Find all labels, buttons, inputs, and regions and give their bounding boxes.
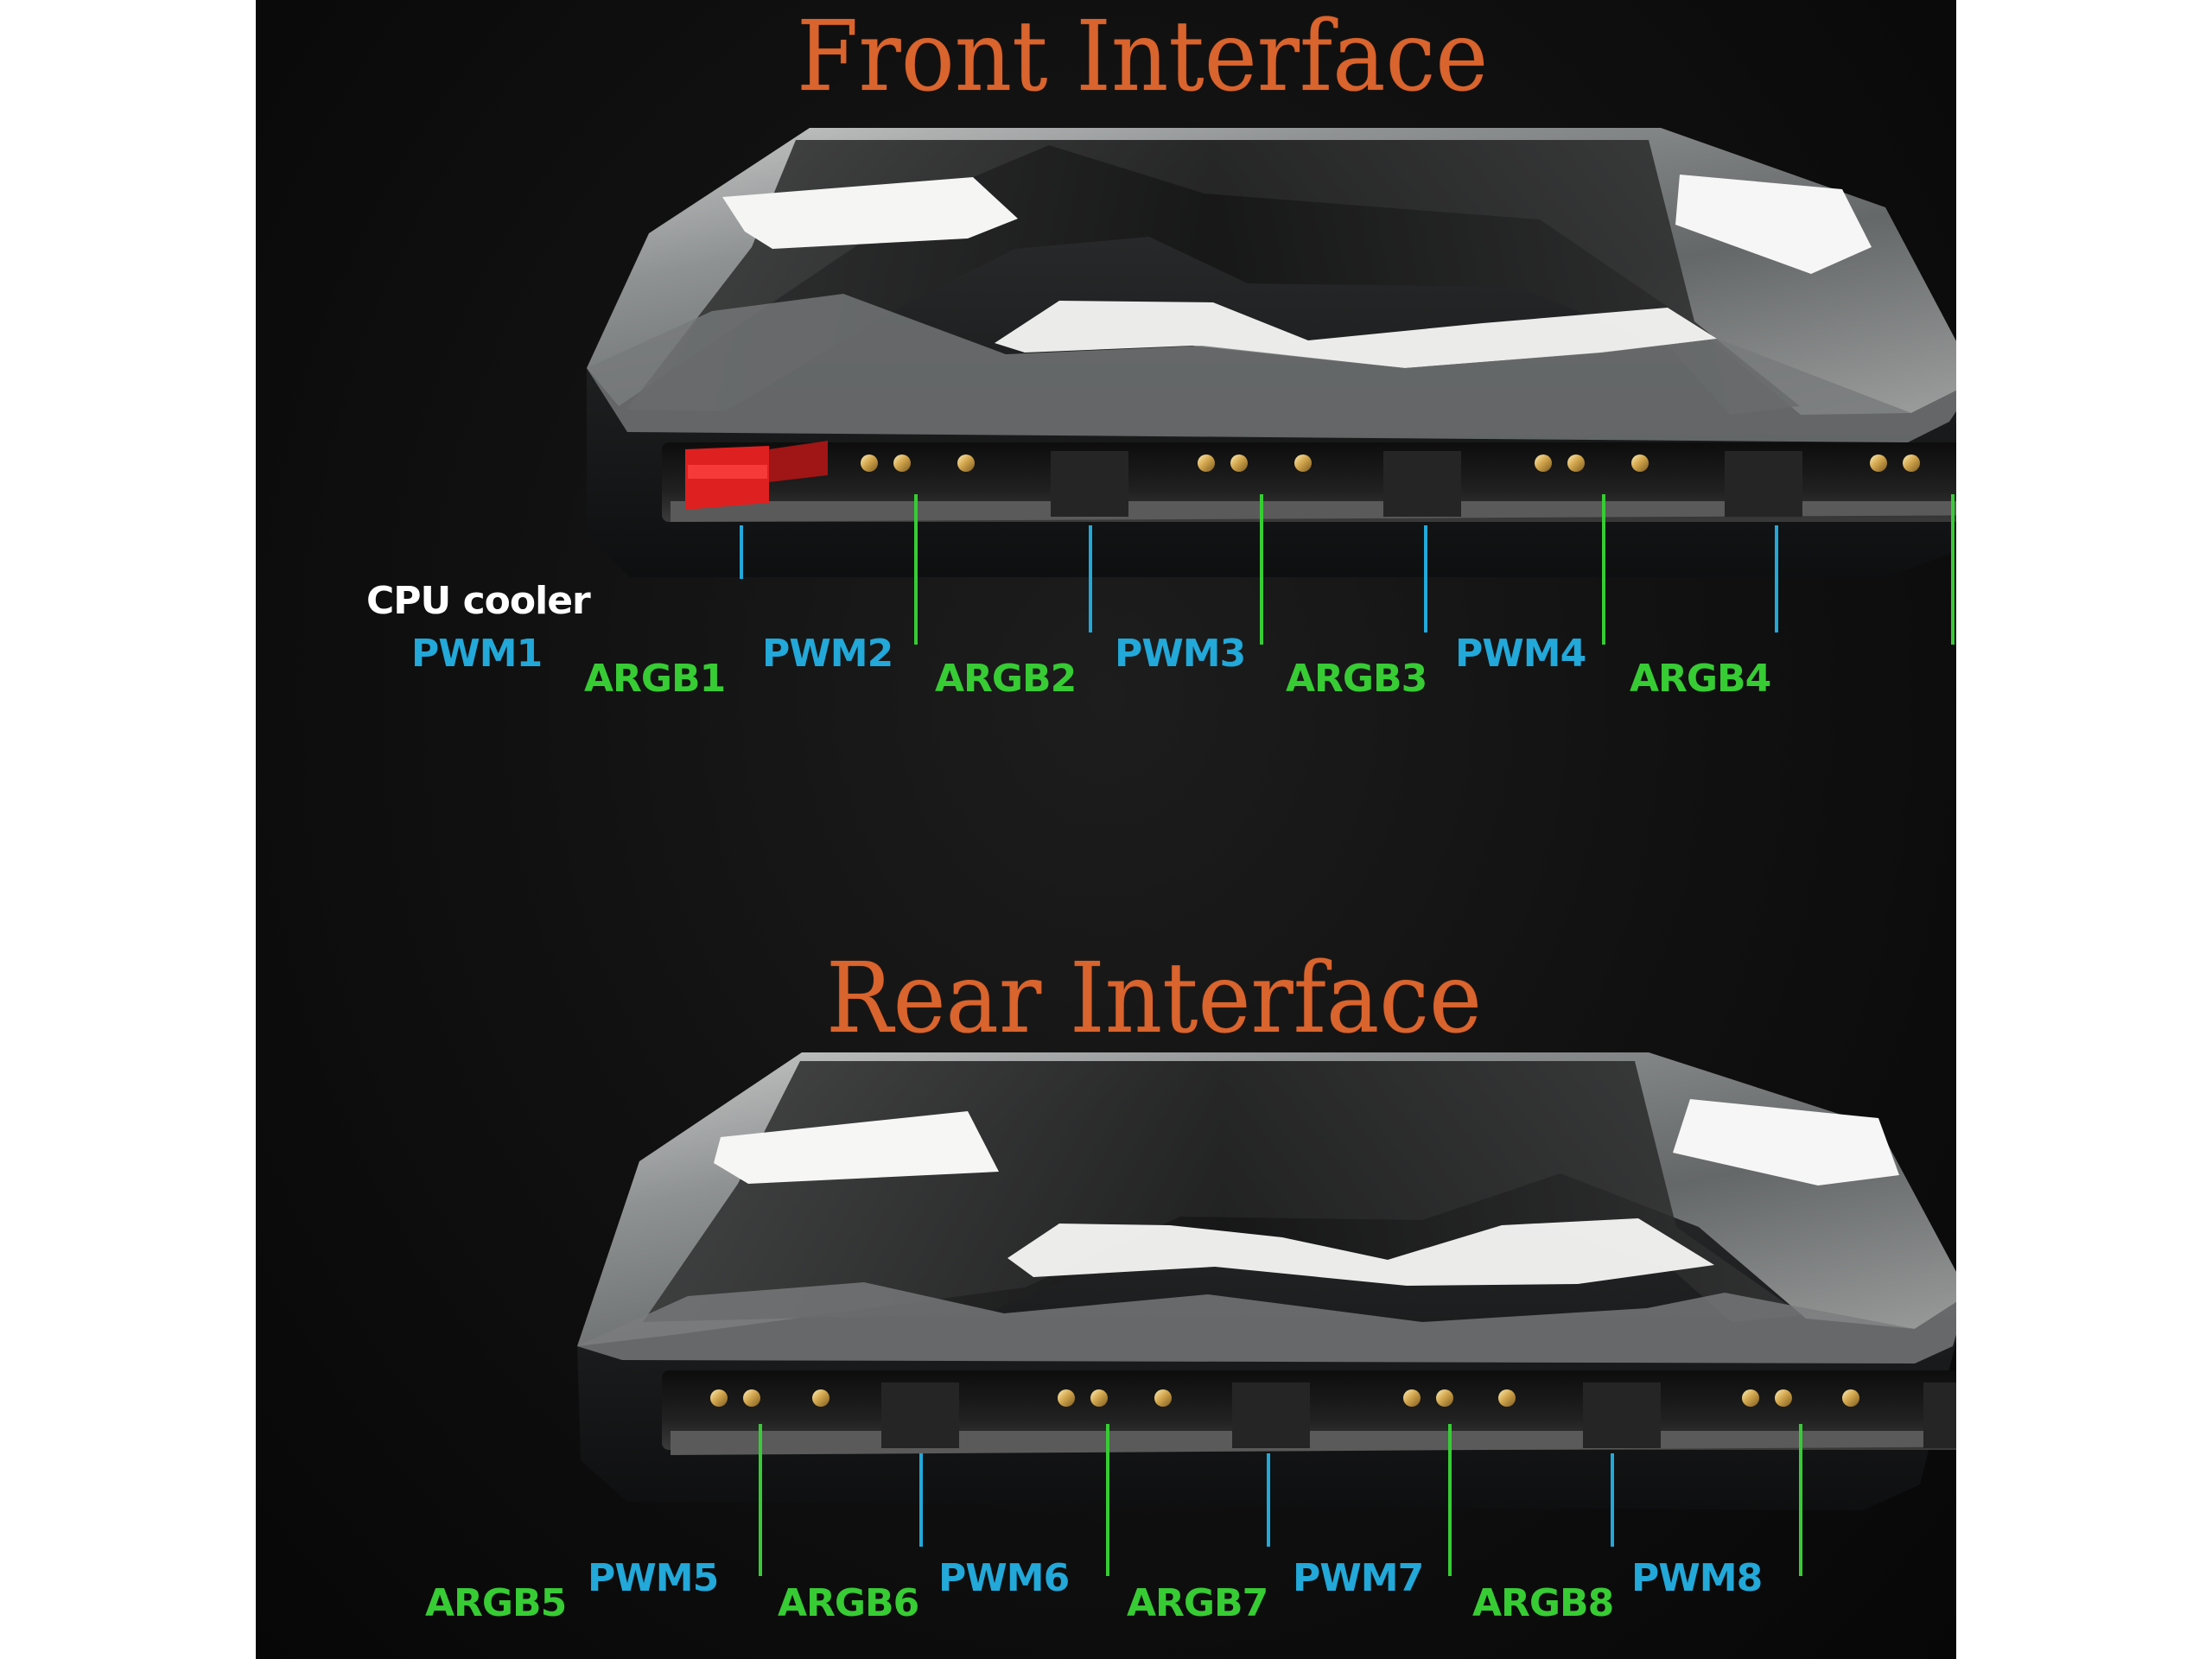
front-port-label-pwm2: PWM2 — [762, 632, 893, 676]
front-port-label-argb3: ARGB3 — [1286, 657, 1427, 701]
cpu-cooler-label: CPU cooler — [366, 579, 591, 623]
front-hub-port-rail — [671, 501, 1956, 522]
rear-interface-title: Rear Interface — [826, 943, 1482, 1055]
fan-hub-illustration — [577, 128, 1956, 1576]
front-hub-right-light-bar — [1675, 175, 1872, 274]
front-interface-title: Front Interface — [797, 1, 1489, 113]
rear-hub-left-light-bar — [714, 1111, 999, 1184]
rear-port-label-argb8: ARGB8 — [1472, 1581, 1614, 1625]
front-port-label-argb4: ARGB4 — [1630, 657, 1771, 701]
rear-hub-lower-silver-face — [577, 1282, 1956, 1363]
rear-port-label-pwm5: PWM5 — [588, 1556, 719, 1600]
rear-port-label-argb7: ARGB7 — [1127, 1581, 1268, 1625]
rear-port-label-pwm8: PWM8 — [1631, 1556, 1763, 1600]
rear-callout-lines — [759, 1424, 1802, 1576]
rear-port-label-pwm6: PWM6 — [938, 1556, 1070, 1600]
front-hub-left-light-bar — [722, 177, 1018, 249]
front-header-blocks — [1051, 451, 1802, 517]
hub-interface-photo: Front Interface Rear Interface CPU coole… — [256, 0, 1956, 1659]
rear-hub-right-light-bar — [1673, 1099, 1899, 1185]
front-hub-lower-silver-face — [587, 294, 1956, 442]
rear-hub-device — [577, 1052, 1956, 1576]
front-callout-lines — [740, 494, 1955, 645]
rear-port-label-pwm7: PWM7 — [1293, 1556, 1424, 1600]
front-port-label-pwm1: PWM1 — [411, 632, 543, 676]
front-hub-device — [587, 128, 1956, 645]
rear-pin-row — [710, 1389, 1859, 1407]
rear-header-blocks — [881, 1382, 1956, 1448]
front-pin-row — [861, 454, 1920, 472]
rear-port-label-argb5: ARGB5 — [425, 1581, 567, 1625]
rear-port-label-argb6: ARGB6 — [778, 1581, 919, 1625]
front-port-label-pwm3: PWM3 — [1115, 632, 1246, 676]
front-port-label-argb1: ARGB1 — [584, 657, 726, 701]
front-port-label-pwm4: PWM4 — [1455, 632, 1586, 676]
front-hub-center-light-bar — [995, 301, 1717, 368]
rear-hub-center-light-bar — [1007, 1218, 1714, 1286]
front-cpu-connector — [685, 441, 828, 510]
front-port-label-argb2: ARGB2 — [935, 657, 1077, 701]
